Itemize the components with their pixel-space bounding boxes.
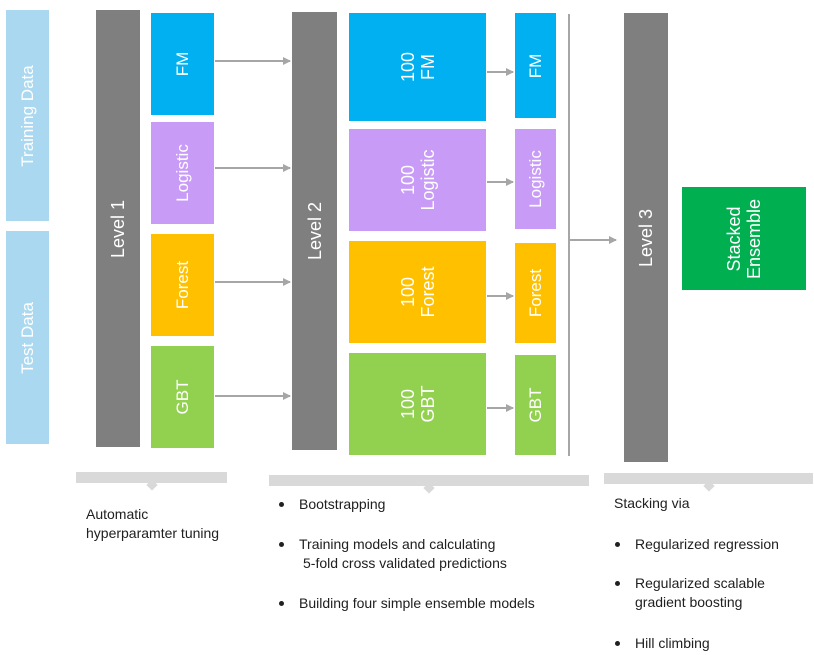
training-data-panel: Training Data <box>6 10 49 221</box>
building-bullet: Building four simple ensemble models <box>279 595 535 611</box>
level1-fm-label: FM <box>172 51 192 77</box>
stacked-ensemble-label: Stacked Ensemble <box>724 198 764 278</box>
level2-forest-name: Forest <box>417 266 438 318</box>
ensemble-logistic-label: Logistic <box>525 150 545 208</box>
level1-gbt-box: GBT <box>151 346 214 448</box>
stacked-ensemble-line1: Stacked <box>724 205 744 272</box>
level2-gbt-label: 100 GBT <box>398 385 438 422</box>
training-bullet-line1: Training models and calculating <box>278 536 496 552</box>
level2-fm-name: FM <box>417 54 438 81</box>
training-data-label: Training Data <box>17 64 37 167</box>
level2-fm-label: 100 FM <box>398 52 438 82</box>
level1-logistic-box: Logistic <box>151 122 214 224</box>
level1-gbt-label: GBT <box>172 379 192 415</box>
level2-group-bracket <box>269 475 589 486</box>
level1-logistic-label: Logistic <box>172 144 192 202</box>
test-data-label: Test Data <box>17 301 37 374</box>
level1-fm-box: FM <box>151 13 214 115</box>
stacking-title: Stacking via <box>614 495 690 511</box>
bootstrapping-bullet: Bootstrapping <box>278 496 386 512</box>
level3-label: Level 3 <box>636 208 656 267</box>
stacking-bullet-boosting-line2: gradient boosting <box>635 594 743 610</box>
level1-forest-label: Forest <box>172 260 192 310</box>
level3-bar: Level 3 <box>624 13 668 462</box>
training-bullet-line2: 5-fold cross validated predictions <box>303 555 507 571</box>
tuning-note-line2: hyperparamter tuning <box>86 525 220 541</box>
tuning-note-line1: Automatic <box>86 506 149 522</box>
level2-forest-label: 100 Forest <box>398 266 438 317</box>
level2-fm-count: 100 <box>397 51 418 83</box>
level1-bar: Level 1 <box>96 10 140 447</box>
level2-forest-count: 100 <box>397 276 418 308</box>
level2-label: Level 2 <box>304 201 325 261</box>
level2-logistic-count: 100 <box>397 164 418 196</box>
ensemble-fm-box: FM <box>515 13 556 118</box>
level2-fm-box: 100 FM <box>349 13 486 121</box>
level2-bar: Level 2 <box>292 12 337 450</box>
ensemble-fm-label: FM <box>525 53 545 78</box>
level2-logistic-box: 100 Logistic <box>349 129 486 231</box>
level2-gbt-name: GBT <box>417 385 438 423</box>
level2-gbt-count: 100 <box>397 388 418 420</box>
stacking-bullet-regression: Regularized regression <box>615 536 779 552</box>
level2-gbt-box: 100 GBT <box>349 353 486 455</box>
stacked-ensemble-line2: Ensemble <box>744 198 764 279</box>
stacking-bullet-hill-climbing: Hill climbing <box>615 635 710 651</box>
ensemble-gbt-label: GBT <box>525 387 545 423</box>
test-data-panel: Test Data <box>6 231 49 444</box>
stacking-bullet-boosting-line1: Regularized scalable <box>615 575 765 591</box>
level3-group-bracket <box>604 473 813 484</box>
level1-label: Level 1 <box>108 199 128 258</box>
ensemble-gbt-box: GBT <box>515 355 556 455</box>
ensemble-logistic-box: Logistic <box>515 129 556 229</box>
level2-logistic-name: Logistic <box>417 149 438 211</box>
stacked-ensemble-box: Stacked Ensemble <box>682 187 806 290</box>
ensemble-forest-label: Forest <box>525 268 545 318</box>
level1-group-bracket <box>76 472 227 483</box>
level2-logistic-label: 100 Logistic <box>398 149 438 210</box>
level1-forest-box: Forest <box>151 234 214 336</box>
level2-forest-box: 100 Forest <box>349 241 486 343</box>
ensemble-forest-box: Forest <box>515 243 556 343</box>
